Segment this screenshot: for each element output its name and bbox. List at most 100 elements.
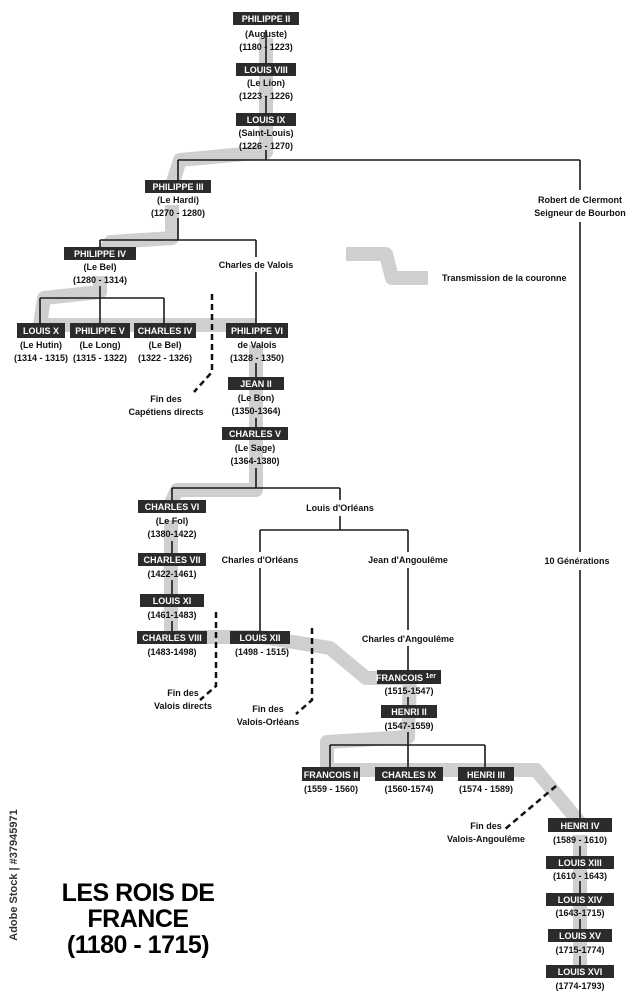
label-charles-d-orleans: Charles d'Orléans	[222, 555, 299, 565]
svg-text:(Le Hutin): (Le Hutin)	[20, 340, 62, 350]
svg-text:FRANCOIS 1er: FRANCOIS 1er	[376, 673, 436, 683]
label-robert-de-clermont: Robert de Clermont	[538, 195, 622, 205]
label-charles-de-valois: Charles de Valois	[219, 260, 294, 270]
svg-text:(Le Sage): (Le Sage)	[235, 443, 276, 453]
watermark-text: Adobe Stock | #37945971	[8, 809, 20, 941]
svg-text:(Le Bel): (Le Bel)	[148, 340, 181, 350]
svg-text:HENRI IV: HENRI IV	[560, 821, 599, 831]
svg-text:(1715-1774): (1715-1774)	[555, 945, 604, 955]
svg-text:LOUIS XV: LOUIS XV	[559, 931, 601, 941]
king-charles-ix: CHARLES IX (1560-1574)	[375, 767, 443, 794]
svg-text:(1314 - 1315): (1314 - 1315)	[14, 353, 68, 363]
svg-text:de Valois: de Valois	[237, 340, 276, 350]
king-henri-iii: HENRI III (1574 - 1589)	[458, 767, 514, 794]
stock-watermark: Adobe Stock | #37945971	[6, 775, 22, 975]
svg-text:PHILIPPE III: PHILIPPE III	[152, 182, 203, 192]
king-louis-x: LOUIS X (Le Hutin) (1314 - 1315)	[14, 323, 68, 363]
svg-text:(1422-1461): (1422-1461)	[147, 569, 196, 579]
svg-text:(1180 - 1223): (1180 - 1223)	[239, 42, 293, 52]
fin-valois-line1: Fin des	[167, 688, 199, 698]
svg-text:(1559 - 1560): (1559 - 1560)	[304, 784, 358, 794]
page-title: LES ROIS DE FRANCE (1180 - 1715)	[8, 880, 268, 958]
dash-capetiens	[193, 294, 214, 393]
svg-text:LOUIS XVI: LOUIS XVI	[558, 967, 603, 977]
title-line-2: (1180 - 1715)	[66, 931, 210, 959]
king-henri-iv: HENRI IV (1589 - 1610)	[548, 818, 612, 845]
title-line-1: LES ROIS DE FRANCE	[61, 879, 215, 933]
legend-label: Transmission de la couronne	[442, 273, 567, 283]
label-seigneur-de-bourbon: Seigneur de Bourbon	[534, 208, 626, 218]
svg-text:PHILIPPE IV: PHILIPPE IV	[74, 249, 126, 259]
king-jean-ii: JEAN II (Le Bon) (1350-1364)	[228, 377, 284, 416]
svg-text:(1350-1364): (1350-1364)	[231, 406, 280, 416]
king-charles-v: CHARLES V (Le Sage) (1364-1380)	[222, 427, 288, 466]
svg-text:(1498 - 1515): (1498 - 1515)	[235, 647, 289, 657]
svg-text:(1223 - 1226): (1223 - 1226)	[239, 91, 293, 101]
svg-text:PHILIPPE II: PHILIPPE II	[242, 14, 291, 24]
king-philippe-iii: PHILIPPE III (Le Hardi) (1270 - 1280)	[145, 180, 211, 218]
svg-text:CHARLES IX: CHARLES IX	[382, 770, 437, 780]
svg-text:(1515-1547): (1515-1547)	[384, 686, 433, 696]
svg-text:(1315 - 1322): (1315 - 1322)	[73, 353, 127, 363]
svg-text:HENRI II: HENRI II	[391, 707, 427, 717]
svg-text:CHARLES VIII: CHARLES VIII	[142, 633, 202, 643]
fin-valois-orleans-line1: Fin des	[252, 704, 284, 714]
king-louis-ix: LOUIS IX (Saint-Louis) (1226 - 1270)	[236, 113, 296, 151]
svg-text:LOUIS VIII: LOUIS VIII	[244, 65, 288, 75]
svg-text:(1364-1380): (1364-1380)	[230, 456, 279, 466]
king-francois-ii: FRANCOIS II (1559 - 1560)	[302, 767, 360, 794]
svg-text:FRANCOIS II: FRANCOIS II	[304, 770, 359, 780]
svg-text:LOUIS XII: LOUIS XII	[239, 633, 280, 643]
svg-text:LOUIS XI: LOUIS XI	[153, 596, 192, 606]
genealogy-lines	[39, 30, 581, 965]
svg-text:(Le Bel): (Le Bel)	[83, 262, 116, 272]
svg-text:(1461-1483): (1461-1483)	[147, 610, 196, 620]
svg-text:(1380-1422): (1380-1422)	[147, 529, 196, 539]
svg-text:HENRI III: HENRI III	[467, 770, 505, 780]
svg-text:(1226 - 1270): (1226 - 1270)	[239, 141, 293, 151]
svg-text:(1643-1715): (1643-1715)	[555, 908, 604, 918]
king-philippe-iv: PHILIPPE IV (Le Bel) (1280 - 1314)	[64, 247, 136, 285]
label-charles-d-angouleme: Charles d'Angoulême	[362, 634, 454, 644]
svg-text:CHARLES VI: CHARLES VI	[145, 502, 200, 512]
fin-capetiens-line1: Fin des	[150, 394, 182, 404]
svg-text:(Le Hardi): (Le Hardi)	[157, 195, 199, 205]
king-charles-viii: CHARLES VIII (1483-1498)	[137, 631, 207, 657]
king-francois-i: FRANCOIS 1er (1515-1547)	[376, 670, 441, 696]
svg-text:CHARLES V: CHARLES V	[229, 429, 281, 439]
dash-valois	[199, 612, 218, 701]
svg-text:(1610 - 1643): (1610 - 1643)	[553, 871, 607, 881]
svg-text:(1774-1793): (1774-1793)	[555, 981, 604, 991]
king-philippe-vi: PHILIPPE VI de Valois (1328 - 1350)	[226, 323, 288, 363]
svg-text:LOUIS IX: LOUIS IX	[247, 115, 286, 125]
king-charles-vi: CHARLES VI (Le Fol) (1380-1422)	[138, 500, 206, 539]
label-jean-d-angouleme: Jean d'Angoulême	[368, 555, 448, 565]
king-charles-vii: CHARLES VII (1422-1461)	[138, 553, 206, 579]
legend-swatch	[346, 247, 428, 285]
svg-text:(1483-1498): (1483-1498)	[147, 647, 196, 657]
fin-capetiens-line2: Capétiens directs	[128, 407, 203, 417]
svg-text:(1328 - 1350): (1328 - 1350)	[230, 353, 284, 363]
svg-text:LOUIS XIII: LOUIS XIII	[558, 858, 602, 868]
svg-text:(Saint-Louis): (Saint-Louis)	[239, 128, 294, 138]
king-louis-xv: LOUIS XV (1715-1774)	[548, 929, 612, 955]
svg-text:JEAN II: JEAN II	[240, 379, 272, 389]
king-louis-xiv: LOUIS XIV (1643-1715)	[546, 893, 614, 918]
svg-text:(Le Long): (Le Long)	[80, 340, 121, 350]
king-philippe-ii: PHILIPPE II (Auguste) (1180 - 1223)	[233, 12, 299, 52]
label-10-generations: 10 Générations	[544, 556, 609, 566]
svg-text:(1280 - 1314): (1280 - 1314)	[73, 275, 127, 285]
king-louis-xiii: LOUIS XIII (1610 - 1643)	[546, 856, 614, 881]
svg-text:LOUIS XIV: LOUIS XIV	[558, 895, 603, 905]
dash-valois-orleans	[295, 628, 314, 715]
svg-text:LOUIS X: LOUIS X	[23, 326, 59, 336]
svg-text:(1589 - 1610): (1589 - 1610)	[553, 835, 607, 845]
svg-text:CHARLES VII: CHARLES VII	[143, 555, 200, 565]
king-louis-xii: LOUIS XII (1498 - 1515)	[230, 631, 290, 657]
svg-text:(1322 - 1326): (1322 - 1326)	[138, 353, 192, 363]
svg-text:(1574 - 1589): (1574 - 1589)	[459, 784, 513, 794]
svg-text:(1560-1574): (1560-1574)	[384, 784, 433, 794]
king-charles-iv: CHARLES IV (Le Bel) (1322 - 1326)	[134, 323, 196, 363]
king-henri-ii: HENRI II (1547-1559)	[381, 705, 437, 731]
king-louis-xvi: LOUIS XVI (1774-1793)	[546, 965, 614, 991]
